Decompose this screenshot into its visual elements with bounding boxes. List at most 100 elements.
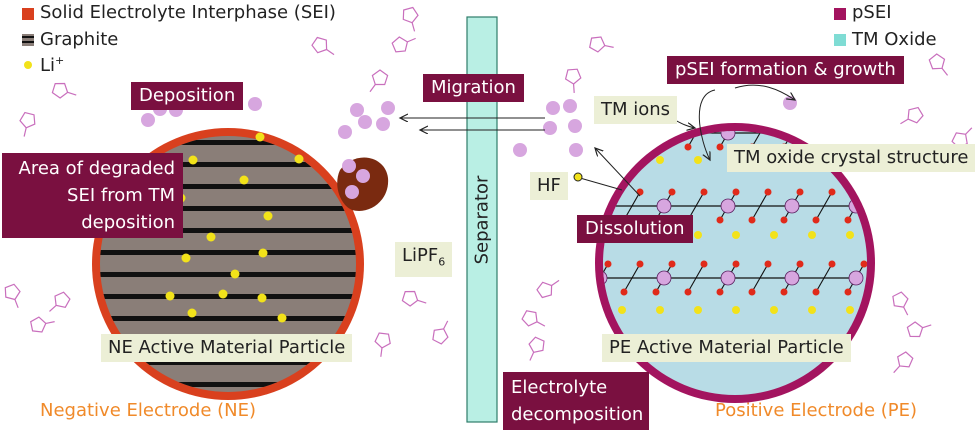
- pe-title: Positive Electrode (PE): [715, 400, 918, 421]
- tm-atom: [848, 131, 864, 141]
- li-ion: [218, 289, 228, 299]
- tm-ion: [783, 96, 797, 110]
- tm-ion-deposit: [356, 169, 370, 183]
- li-ion: [263, 211, 273, 221]
- tm-atom: [720, 131, 736, 141]
- graphite-layer: [100, 162, 356, 167]
- legend-psei-label: pSEI: [852, 2, 892, 23]
- oxygen-atom: [780, 216, 788, 224]
- li-ion: [255, 132, 265, 142]
- hf-label: HF: [530, 172, 568, 200]
- oxygen-atom: [796, 260, 804, 268]
- oxygen-atom: [733, 116, 740, 123]
- tm-oxide-legend-swatch: [834, 34, 846, 46]
- legend-li: Li+: [40, 54, 64, 76]
- sei-legend-swatch: [22, 8, 34, 20]
- lipf6-label: LiPF6: [395, 242, 453, 277]
- oxygen-atom: [844, 288, 852, 296]
- tm-atom: [656, 198, 672, 214]
- tm-atom: [784, 198, 800, 214]
- oxygen-atom: [748, 216, 756, 224]
- graphite-layer: [100, 272, 356, 277]
- ne-particle-label: NE Active Material Particle: [101, 334, 353, 362]
- oxygen-atom: [700, 260, 708, 268]
- pentagon-molecule-icon: [900, 106, 924, 125]
- li-ion: [294, 154, 304, 164]
- oxygen-atom: [716, 216, 724, 224]
- migration-label: Migration: [423, 74, 524, 102]
- ne-title: Negative Electrode (NE): [40, 400, 257, 421]
- tm-oxide-structure-label: TM oxide crystal structure: [727, 144, 976, 172]
- tm-ion: [546, 101, 560, 115]
- tm-atom: [603, 131, 608, 141]
- psei-legend-swatch: [834, 8, 846, 20]
- pentagon-molecule-icon: [432, 320, 449, 345]
- pentagon-molecule-icon: [374, 332, 391, 357]
- graphite-layer: [100, 184, 356, 189]
- li-ion: [694, 156, 702, 164]
- li-ion: [694, 231, 702, 239]
- li-ion: [230, 269, 240, 279]
- tm-ion: [338, 125, 352, 139]
- tm-atom: [656, 270, 672, 286]
- li-ion: [656, 306, 664, 314]
- pentagon-molecule-icon: [51, 82, 77, 99]
- graphite-layer: [100, 316, 356, 321]
- oxygen-atom: [829, 116, 836, 123]
- li-ion: [188, 155, 198, 165]
- li-ion: [846, 231, 854, 239]
- tm-ion-deposit: [345, 185, 359, 199]
- lipf6-sub: 6: [438, 255, 446, 269]
- hf-pointer: [579, 177, 623, 191]
- dissolution-arrow: [595, 148, 641, 197]
- tm-ion: [381, 101, 395, 115]
- li-ion: [770, 231, 778, 239]
- graphite-layer: [100, 250, 356, 255]
- li-ion: [846, 306, 854, 314]
- lipf6-base: LiPF: [402, 245, 439, 266]
- tm-ion-deposit: [141, 113, 155, 127]
- pentagon-molecule-icon: [906, 321, 932, 338]
- oxygen-atom: [732, 260, 740, 268]
- oxygen-atom: [620, 143, 628, 151]
- electrolyte-decomposition-label: Electrolyte decomposition: [503, 372, 649, 430]
- pentagon-molecule-icon: [521, 310, 546, 327]
- graphite-layer: [100, 294, 356, 299]
- tm-atom: [603, 198, 608, 214]
- oxygen-atom: [620, 288, 628, 296]
- psei-arrow-2: [734, 84, 795, 100]
- legend-graphite-label: Graphite: [40, 29, 119, 50]
- dissolution-label: Dissolution: [577, 215, 693, 243]
- oxygen-atom: [812, 288, 820, 296]
- oxygen-atom: [589, 289, 596, 296]
- deposition-label: Deposition: [131, 82, 244, 110]
- li-ion: [732, 306, 740, 314]
- oxygen-atom: [668, 188, 676, 196]
- pentagon-molecule-icon: [536, 279, 560, 299]
- pentagon-molecule-icon: [4, 283, 21, 309]
- pentagon-molecule-icon: [401, 290, 427, 307]
- psei-arrow-1: [698, 89, 716, 160]
- area-degraded-label: Area of degraded SEI from TM deposition: [2, 153, 183, 238]
- oxygen-atom: [636, 260, 644, 268]
- oxygen-atom: [860, 260, 867, 268]
- legend-li-label: Li+: [40, 54, 65, 76]
- pentagon-molecule-icon: [564, 68, 582, 93]
- oxygen-atom: [844, 216, 852, 224]
- tm-ions-label: TM ions: [594, 96, 678, 124]
- hf-molecule: [573, 172, 583, 182]
- tm-ion: [376, 117, 390, 131]
- oxygen-atom: [684, 288, 692, 296]
- pentagon-molecule-icon: [49, 291, 71, 312]
- tm-atom: [784, 270, 800, 286]
- li-ion: [618, 306, 626, 314]
- li-ion: [618, 156, 626, 164]
- pentagon-molecule-icon: [892, 291, 909, 316]
- oxygen-atom: [636, 188, 644, 196]
- pentagon-molecule-icon: [391, 36, 416, 53]
- li-ion: [277, 313, 287, 323]
- oxygen-atom: [652, 288, 660, 296]
- oxygen-atom: [716, 143, 724, 151]
- pentagon-molecule-icon: [528, 336, 545, 361]
